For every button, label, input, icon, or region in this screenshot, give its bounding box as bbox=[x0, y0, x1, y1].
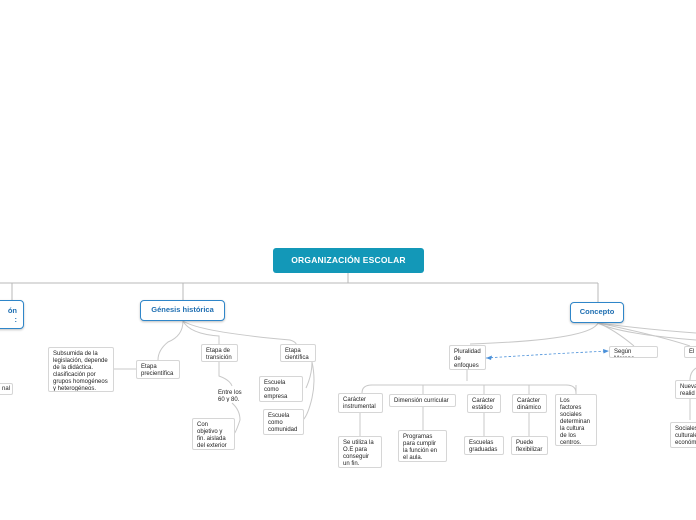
node-con-objetivo[interactable]: Con objetivo y fin. aislada del exterior bbox=[192, 418, 235, 450]
branch-left-line1: ón bbox=[7, 306, 17, 315]
node-utiliza-oe[interactable]: Se utiliza la O.E para conseguir un fin. bbox=[338, 436, 382, 468]
node-nueva-realidad[interactable]: Nueva realid bbox=[675, 380, 696, 399]
node-caracter-estatico[interactable]: Carácter estático bbox=[467, 394, 501, 413]
node-escuela-comunidad[interactable]: Escuela como comunidad bbox=[263, 409, 304, 435]
node-entre-60-80[interactable]: Entre los 60 y 80. bbox=[218, 390, 242, 403]
node-sociales-culturales[interactable]: Sociales culturales económ bbox=[670, 422, 696, 448]
node-escuela-empresa[interactable]: Escuela como empresa bbox=[259, 376, 303, 402]
node-etapa-transicion[interactable]: Etapa de transición bbox=[201, 344, 238, 362]
node-segun-moreno[interactable]: Según Moreno bbox=[609, 346, 658, 358]
root-topic[interactable]: ORGANIZACIÓN ESCOLAR bbox=[273, 248, 424, 273]
relation-arrow-end bbox=[603, 349, 609, 354]
node-dimension-curricular[interactable]: Dimensión curricular bbox=[389, 394, 456, 407]
relation-line bbox=[485, 350, 609, 359]
branch-genesis-historica[interactable]: Génesis histórica bbox=[140, 300, 225, 321]
node-caracter-dinamico[interactable]: Carácter dinámico bbox=[512, 394, 547, 413]
node-pluralidad-enfoques[interactable]: Pluralidad de enfoques bbox=[449, 345, 486, 370]
node-subsumida[interactable]: Subsumida de la legislación, depende de … bbox=[48, 347, 114, 392]
node-el-partial[interactable]: El bbox=[684, 346, 696, 358]
branch-left-partial[interactable]: ón : bbox=[0, 300, 24, 329]
branch-concepto[interactable]: Concepto bbox=[570, 302, 624, 323]
node-etapa-cientifica[interactable]: Etapa científica bbox=[280, 344, 316, 362]
node-factores-sociales[interactable]: Los factores sociales determinan la cult… bbox=[555, 394, 597, 446]
node-programas[interactable]: Programas para cumplir la función en el … bbox=[398, 430, 447, 462]
node-etapa-precientifica[interactable]: Etapa precientífica bbox=[136, 360, 180, 379]
branch-left-line2: : bbox=[14, 315, 18, 324]
node-escuelas-graduadas[interactable]: Escuelas graduadas bbox=[464, 436, 504, 455]
node-caracter-instrumental[interactable]: Carácter instrumental bbox=[338, 393, 383, 413]
relation-arrow-start bbox=[486, 355, 492, 360]
node-puede-flexibilizar[interactable]: Puede flexibilizar bbox=[511, 436, 548, 455]
node-left-fragment[interactable]: nal bbox=[0, 383, 13, 395]
